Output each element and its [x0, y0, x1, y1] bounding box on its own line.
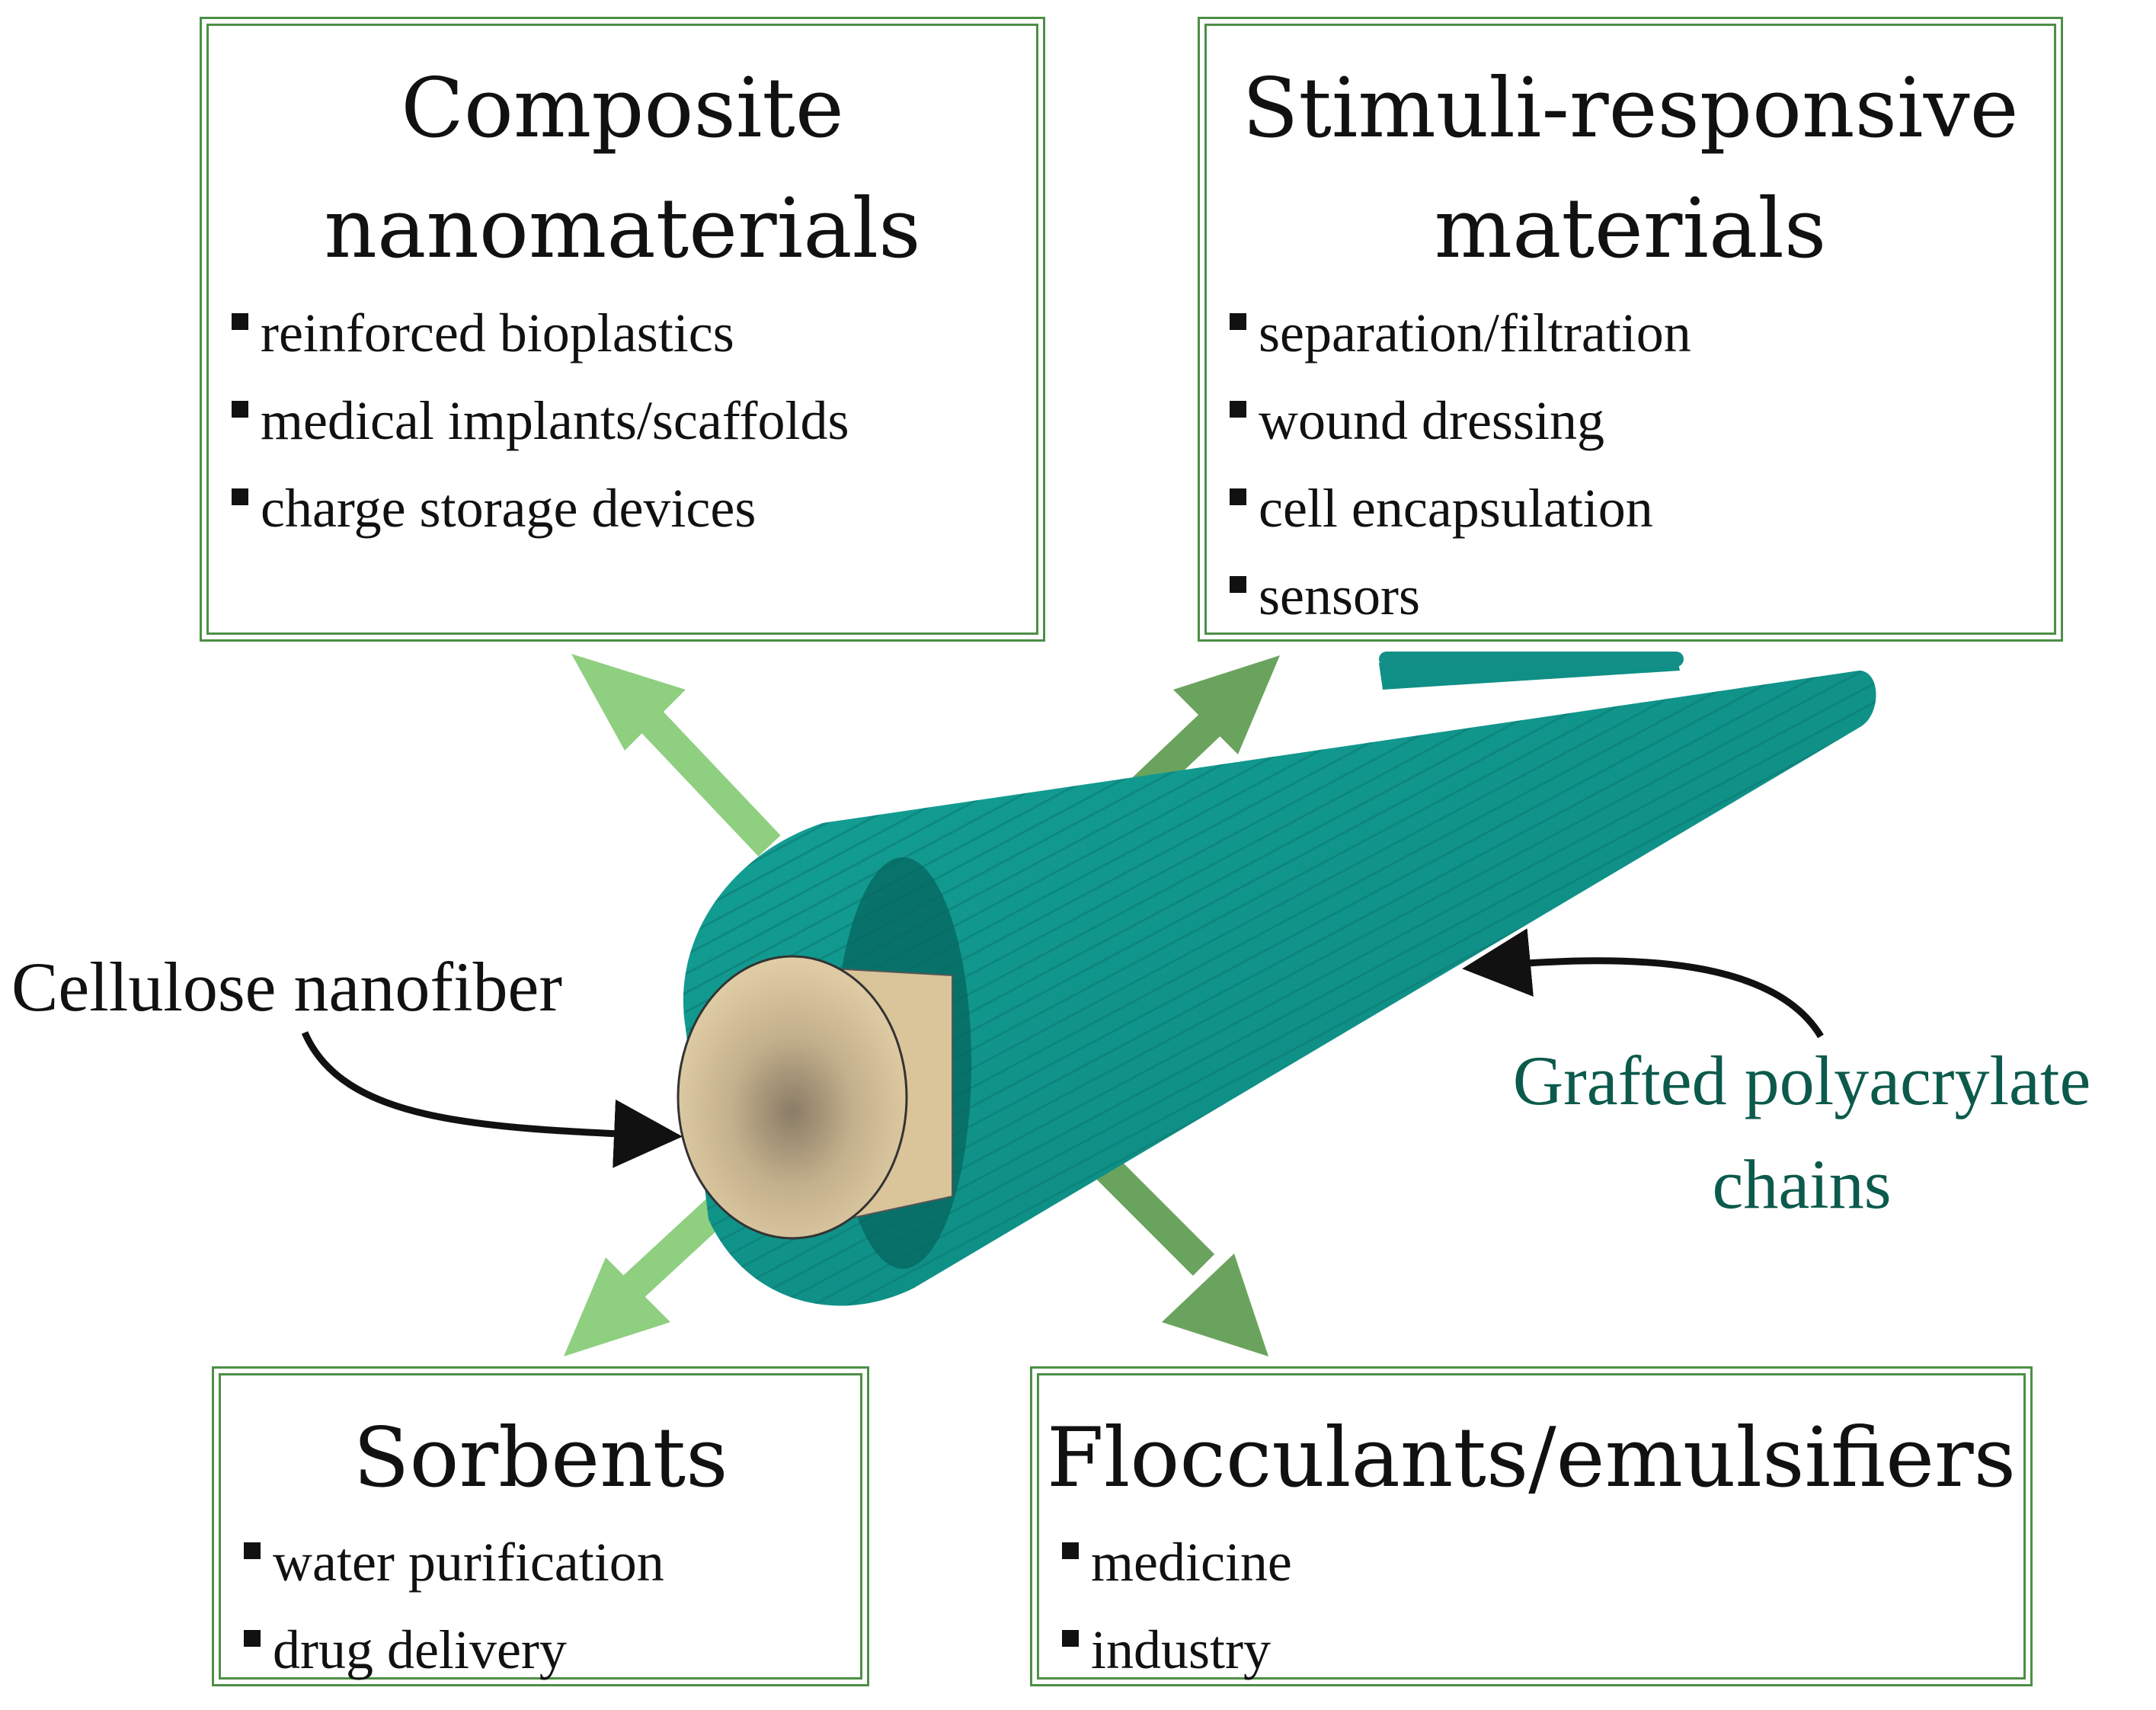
- cellulose-nanofiber-label: Cellulose nanofiber: [11, 948, 563, 1026]
- black-square-icon: [232, 401, 248, 418]
- arrow-to-sorbents: [564, 1185, 742, 1356]
- black-square-icon: [244, 1542, 261, 1559]
- list-item: water purification: [244, 1519, 860, 1606]
- grafted-chains-label: Grafted polyacrylate chains: [1459, 1029, 2145, 1236]
- stimuli-title: Stimuli-responsive materials: [1207, 49, 2054, 290]
- composite-title-line-2: nanomaterials: [324, 181, 921, 277]
- flocculants-title: Flocculants/emulsifiers: [1046, 1411, 2017, 1506]
- stimuli-list: separation/filtration wound dressing cel…: [1230, 290, 2054, 640]
- list-item: cell encapsulation: [1230, 465, 2054, 552]
- grafted-callout-arrow: [1462, 928, 1824, 1039]
- black-square-icon: [1062, 1630, 1079, 1647]
- list-item: wound dressing: [1230, 377, 2054, 465]
- black-square-icon: [1062, 1542, 1079, 1559]
- flocculants-box: Flocculants/emulsifiers medicine industr…: [1030, 1366, 2033, 1686]
- composite-title: Composite nanomaterials: [209, 49, 1036, 290]
- list-item: reinforced bioplastics: [232, 290, 1036, 377]
- list-item: medicine: [1062, 1519, 2023, 1606]
- flocculants-list: medicine industry: [1062, 1519, 2023, 1694]
- sorbents-box: Sorbents water purification drug deliver…: [212, 1366, 869, 1686]
- list-item: charge storage devices: [232, 465, 1036, 552]
- composite-title-line-1: Composite: [401, 61, 844, 156]
- sorbents-title: Sorbents: [353, 1411, 728, 1506]
- stimuli-responsive-box: Stimuli-responsive materials separation/…: [1198, 17, 2063, 642]
- cellulose-callout-arrow: [301, 1031, 683, 1168]
- list-item: industry: [1062, 1606, 2023, 1694]
- arrow-to-flocculants: [1086, 1147, 1268, 1356]
- black-square-icon: [1230, 576, 1246, 593]
- composite-nanomaterials-box: Composite nanomaterials reinforced biopl…: [200, 17, 1045, 642]
- composite-list: reinforced bioplastics medical implants/…: [232, 290, 1036, 552]
- cellulose-core: [677, 955, 953, 1240]
- grafted-label-line-1: Grafted polyacrylate: [1512, 1042, 2091, 1119]
- black-square-icon: [232, 488, 248, 505]
- list-item: separation/filtration: [1230, 290, 2054, 377]
- sorbents-list: water purification drug delivery: [244, 1519, 860, 1694]
- black-square-icon: [1230, 313, 1246, 330]
- black-square-icon: [1230, 488, 1246, 505]
- list-item: medical implants/scaffolds: [232, 377, 1036, 465]
- arrow-to-composite: [571, 654, 781, 857]
- grafted-label-line-2: chains: [1712, 1145, 1892, 1223]
- list-item: drug delivery: [244, 1606, 860, 1694]
- list-item: sensors: [1230, 552, 2054, 640]
- black-square-icon: [232, 313, 248, 330]
- stimuli-title-line-2: materials: [1434, 181, 1827, 277]
- stimuli-title-line-1: Stimuli-responsive: [1242, 61, 2019, 156]
- black-square-icon: [1230, 401, 1246, 418]
- black-square-icon: [244, 1630, 261, 1647]
